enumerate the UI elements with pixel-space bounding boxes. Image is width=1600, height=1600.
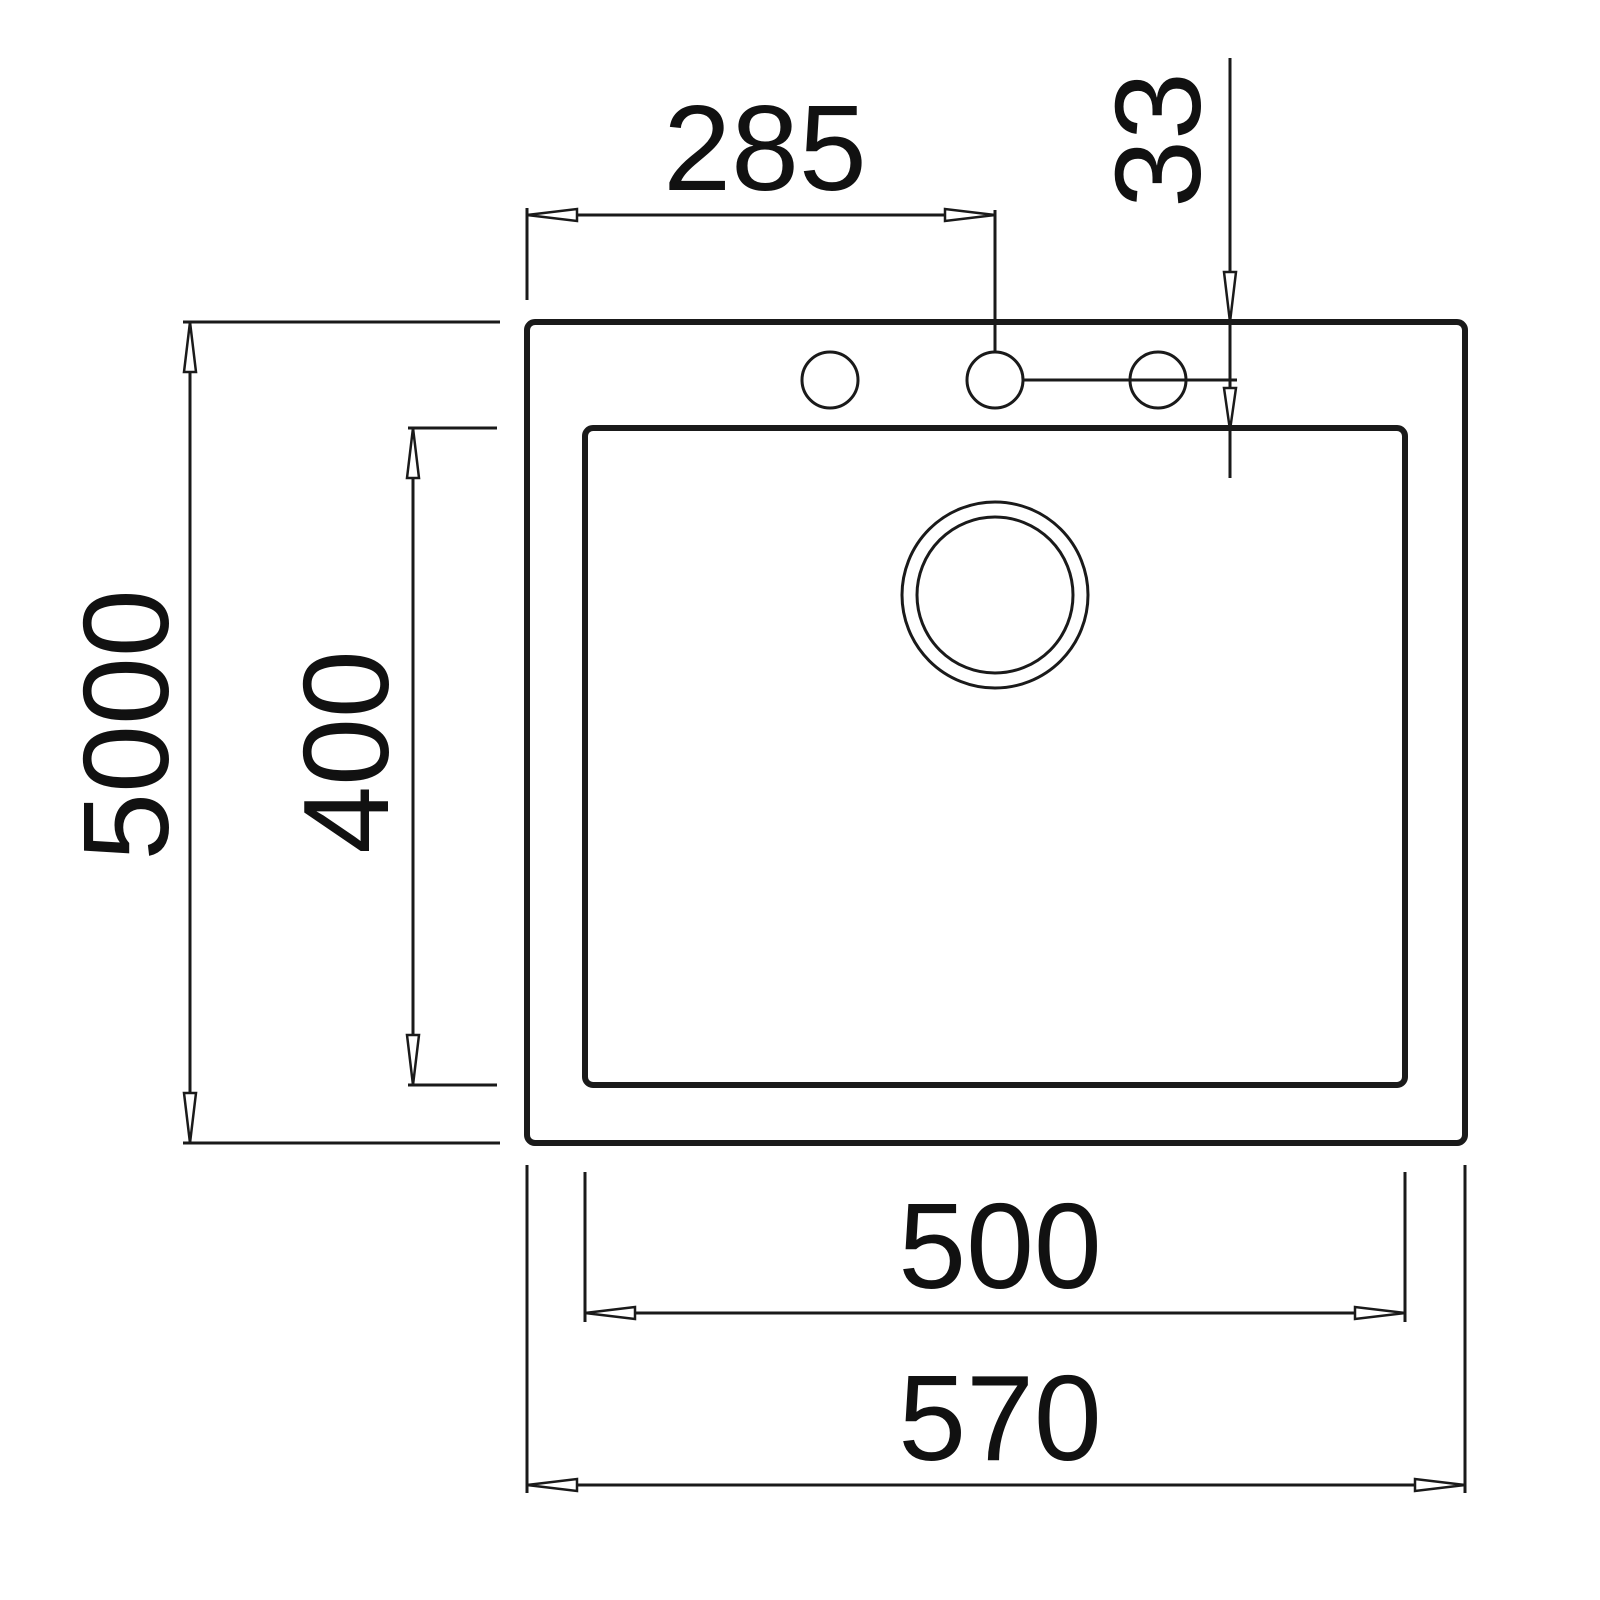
dimension-400: 400 [278,426,497,1087]
dimension-label-500: 500 [898,1178,1102,1314]
dimension-label-5000: 5000 [58,589,194,860]
drain-inner-ring [915,515,1075,675]
sink-outer-outline [524,319,1468,1146]
dimension-570: 570 [525,1165,1467,1493]
dimension-label-400: 400 [278,650,414,854]
dimension-label-285: 285 [663,80,867,216]
bowl-outline [582,425,1408,1088]
drain-outer-ring [900,500,1090,690]
dimension-label-33: 33 [1090,72,1226,208]
dimension-33: 33 [1023,58,1238,478]
tap-hole-left [800,350,860,410]
dimension-500: 500 [583,1172,1407,1322]
dimension-label-570: 570 [898,1350,1102,1486]
tap-hole-center [965,350,1025,410]
dimension-285: 285 [525,80,997,352]
dimension-5000: 5000 [58,320,500,1145]
